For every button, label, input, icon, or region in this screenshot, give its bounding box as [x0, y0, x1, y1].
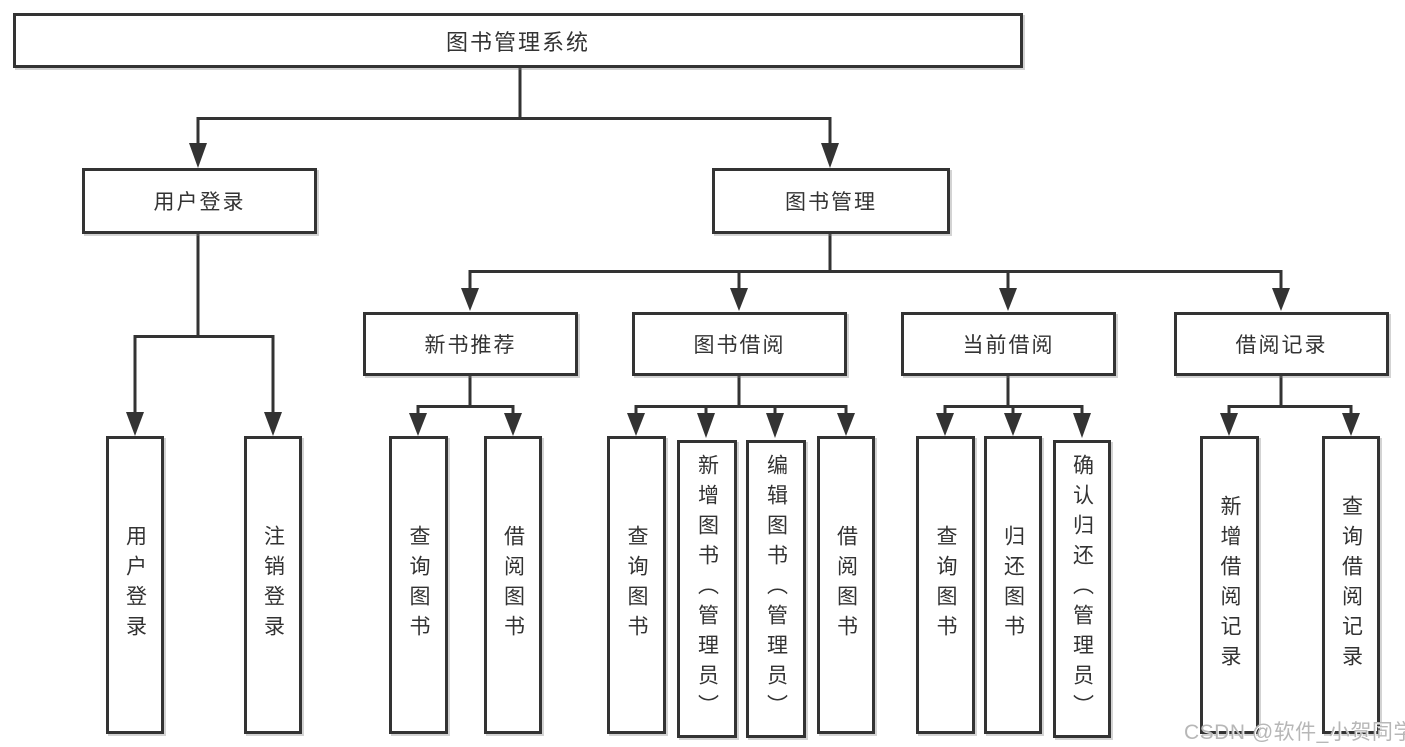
- node-current-borrowing-label: 当前借阅: [962, 334, 1055, 357]
- leaf-logout: 注销登录: [244, 436, 302, 734]
- leaf-recommend-borrow-books: 借阅图书: [484, 436, 542, 734]
- node-book-management: 图书管理: [712, 168, 950, 234]
- leaf-return-books-label: 归还图书: [1001, 525, 1025, 645]
- leaf-edit-books-admin-label: 编辑图书（管理员）: [764, 454, 788, 724]
- leaf-recommend-query-books: 查询图书: [389, 436, 448, 734]
- node-new-book-recommend: 新书推荐: [363, 312, 578, 376]
- leaf-borrowing-query-books: 查询图书: [607, 436, 666, 734]
- leaf-borrowing-borrow-books-label: 借阅图书: [834, 525, 858, 645]
- leaf-logout-label: 注销登录: [261, 525, 285, 645]
- node-book-borrowing: 图书借阅: [632, 312, 847, 376]
- leaf-add-books-admin: 新增图书（管理员）: [677, 440, 737, 738]
- leaf-add-borrow-record: 新增借阅记录: [1200, 436, 1259, 734]
- leaf-return-books: 归还图书: [984, 436, 1042, 734]
- leaf-borrowing-query-books-label: 查询图书: [625, 525, 648, 645]
- leaf-add-books-admin-label: 新增图书（管理员）: [695, 454, 719, 724]
- leaf-current-query-books-label: 查询图书: [934, 525, 957, 645]
- node-borrowing-records-label: 借阅记录: [1235, 334, 1328, 357]
- leaf-recommend-borrow-books-label: 借阅图书: [501, 525, 525, 645]
- leaf-confirm-return-admin: 确认归还（管理员）: [1053, 440, 1111, 738]
- node-root-label: 图书管理系统: [445, 29, 590, 55]
- node-borrowing-records: 借阅记录: [1174, 312, 1389, 376]
- node-current-borrowing: 当前借阅: [901, 312, 1116, 376]
- leaf-recommend-query-books-label: 查询图书: [407, 525, 430, 645]
- leaf-current-query-books: 查询图书: [916, 436, 975, 734]
- leaf-query-borrow-record-label: 查询借阅记录: [1339, 495, 1363, 675]
- node-root-system: 图书管理系统: [13, 13, 1023, 68]
- leaf-add-borrow-record-label: 新增借阅记录: [1218, 495, 1241, 675]
- leaf-borrowing-borrow-books: 借阅图书: [817, 436, 875, 734]
- leaf-user-login: 用户登录: [106, 436, 164, 734]
- node-user-login: 用户登录: [82, 168, 317, 234]
- node-new-book-recommend-label: 新书推荐: [424, 334, 517, 357]
- node-book-borrowing-label: 图书借阅: [693, 334, 786, 357]
- leaf-user-login-label: 用户登录: [123, 525, 147, 645]
- csdn-watermark: CSDN @软件_小贺同学: [1184, 721, 1405, 744]
- node-user-login-label: 用户登录: [153, 191, 246, 214]
- node-book-management-label: 图书管理: [785, 191, 877, 214]
- leaf-confirm-return-admin-label: 确认归还（管理员）: [1070, 454, 1094, 724]
- leaf-query-borrow-record: 查询借阅记录: [1322, 436, 1380, 734]
- leaf-edit-books-admin: 编辑图书（管理员）: [746, 440, 806, 738]
